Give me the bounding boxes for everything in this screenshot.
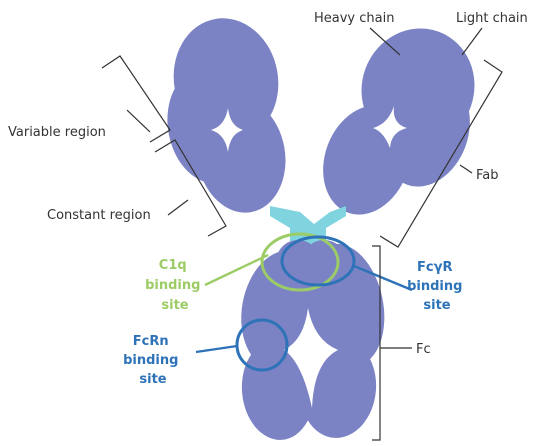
c1q-label-line-2: binding xyxy=(145,278,200,293)
fcyr-binding-site-label: FcγR binding site xyxy=(407,260,467,313)
fcrn-label-line-1: FcRn xyxy=(133,334,169,349)
heavy-chain-label: Heavy chain xyxy=(314,11,394,26)
light-chain-leader xyxy=(462,28,482,55)
right-fab-arm xyxy=(308,12,491,227)
constant-region-leader xyxy=(168,200,188,215)
c1q-label-line-3: site xyxy=(161,298,188,313)
fcyr-label-line-1: FcγR xyxy=(417,260,452,275)
fcyr-label-line-2: binding xyxy=(407,279,462,294)
fab-label: Fab xyxy=(476,168,499,183)
light-chain-label: Light chain xyxy=(456,11,528,26)
variable-region-bracket xyxy=(102,56,170,142)
c1q-label-line-1: C1q xyxy=(159,258,187,273)
c1q-binding-site-label: C1q binding site xyxy=(145,258,205,313)
fcyr-label-line-3: site xyxy=(423,298,450,313)
fcrn-label-line-3: site xyxy=(139,372,166,387)
fc-label: Fc xyxy=(416,342,431,357)
fcrn-label-line-2: binding xyxy=(123,353,178,368)
variable-region-leader xyxy=(127,110,150,132)
constant-region-label: Constant region xyxy=(47,208,151,223)
fcrn-leader xyxy=(196,346,237,352)
fab-leader xyxy=(460,165,472,173)
variable-region-label: Variable region xyxy=(8,125,106,140)
fcrn-binding-site-label: FcRn binding site xyxy=(123,334,183,387)
